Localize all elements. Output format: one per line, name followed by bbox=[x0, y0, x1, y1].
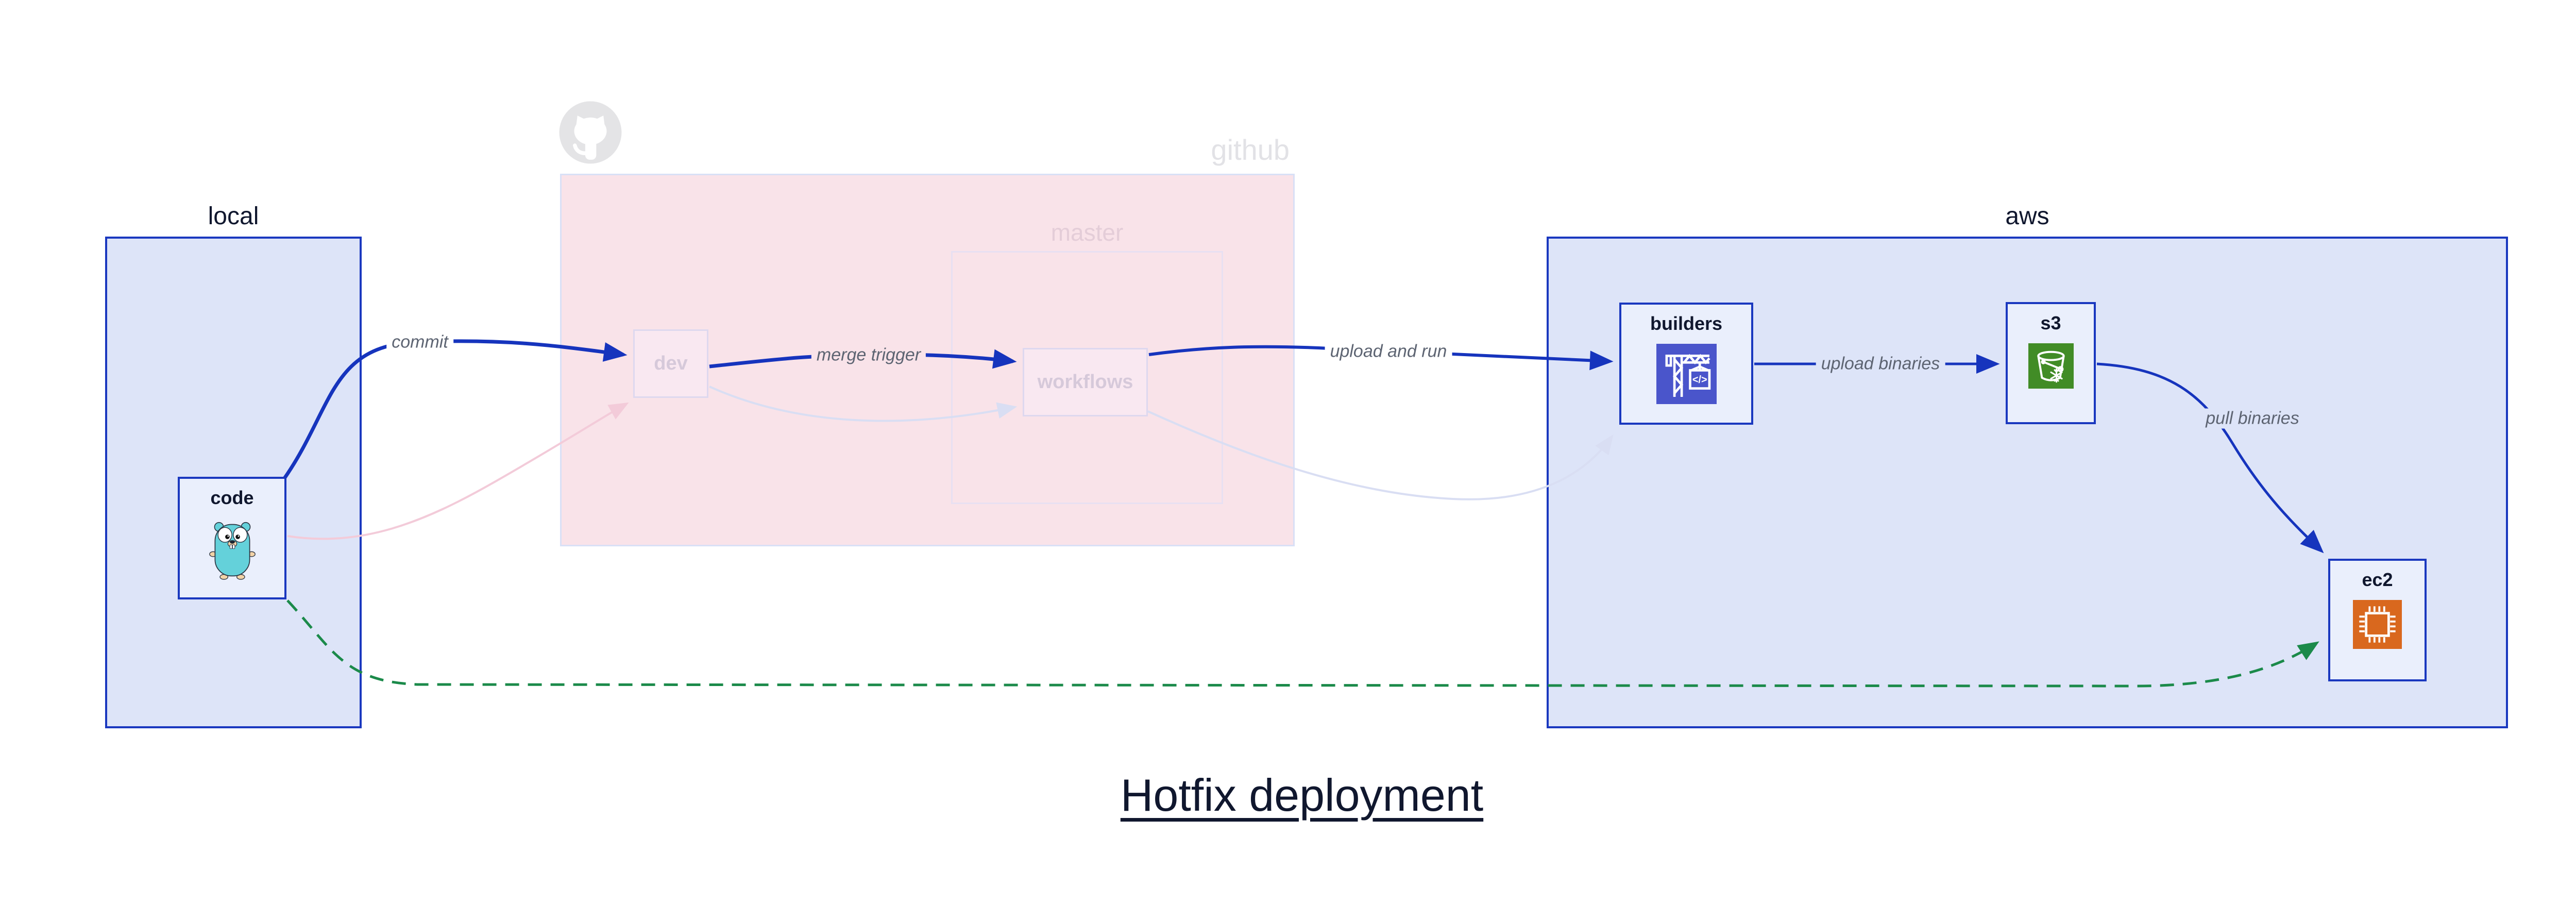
node-ec2: ec2 bbox=[2328, 559, 2427, 681]
node-dev: dev bbox=[633, 329, 708, 398]
edge-label-pull-binaries: pull binaries bbox=[2200, 408, 2304, 429]
workflows-node-label: workflows bbox=[1037, 371, 1133, 393]
edge-label-merge-trigger: merge trigger bbox=[811, 345, 926, 365]
github-cluster-label: github bbox=[1211, 133, 1290, 166]
github-octocat-icon bbox=[558, 100, 623, 165]
codebuild-crane-icon: </> bbox=[1656, 344, 1717, 407]
s3-node-label: s3 bbox=[2040, 312, 2061, 333]
master-cluster-label: master bbox=[1050, 219, 1124, 246]
edge-label-upload-binaries: upload binaries bbox=[1816, 354, 1945, 374]
local-cluster-label: local bbox=[208, 203, 259, 230]
code-node-label: code bbox=[210, 487, 254, 508]
node-s3: s3 bbox=[2006, 302, 2096, 424]
dev-node-label: dev bbox=[654, 353, 688, 374]
edge-label-upload-and-run: upload and run bbox=[1325, 341, 1452, 362]
diagram-title: Hotfix deployment bbox=[1120, 770, 1484, 821]
builders-node-label: builders bbox=[1650, 313, 1723, 334]
node-code: code bbox=[178, 477, 286, 599]
aws-cluster-label: aws bbox=[2005, 203, 2049, 230]
node-workflows: workflows bbox=[1023, 348, 1148, 416]
svg-text:</>: </> bbox=[1692, 374, 1707, 386]
cluster-master bbox=[951, 251, 1223, 504]
edge-label-commit: commit bbox=[386, 332, 453, 353]
go-gopher-icon bbox=[208, 518, 257, 583]
node-builders: builders </> bbox=[1619, 303, 1753, 425]
ec2-node-label: ec2 bbox=[2362, 569, 2393, 590]
ec2-chip-icon bbox=[2353, 600, 2402, 652]
s3-bucket-icon bbox=[2028, 343, 2074, 391]
